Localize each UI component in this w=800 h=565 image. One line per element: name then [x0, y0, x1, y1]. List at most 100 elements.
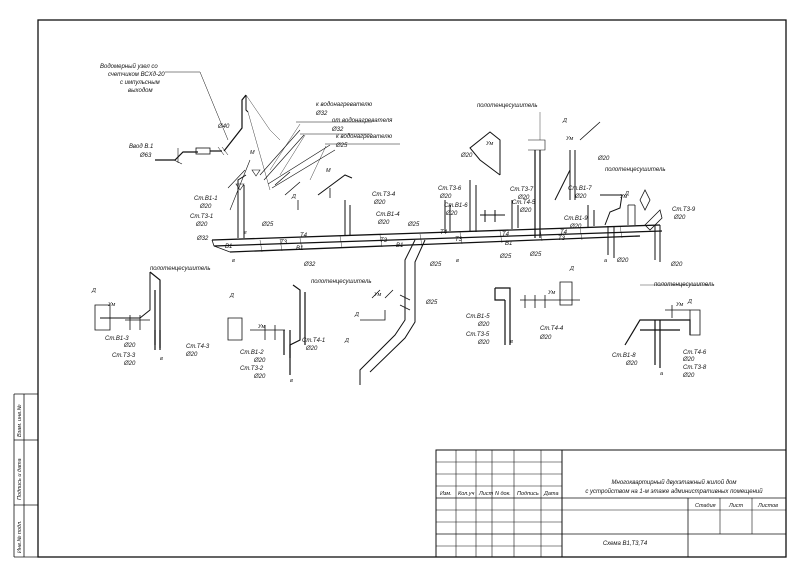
- mark-m-2: М: [326, 168, 331, 174]
- label-st-t3-7: Ст.Т3-7: [510, 187, 534, 193]
- label-d25-a: Ø25: [261, 222, 274, 228]
- label-st-b1-9-d: Ø20: [569, 224, 582, 230]
- stamp-original-inv: Инв.№ подл.: [17, 520, 23, 553]
- mark-um-4: Ум: [107, 302, 115, 308]
- label-heater-2: от водонагревателя: [332, 118, 393, 124]
- sheet-frame: [37, 19, 787, 558]
- mark-d-5: Д: [229, 293, 234, 299]
- mark-um-7: Ум: [547, 290, 555, 296]
- label-heater-2-d: Ø32: [331, 127, 344, 133]
- label-st-b1-2-d: Ø20: [253, 358, 266, 364]
- label-pipe-b1-b: В1: [296, 246, 303, 252]
- label-st-b1-6: Ст.В1-6: [444, 203, 468, 209]
- label-st-b1-5: Ст.В1-5: [466, 314, 490, 320]
- mark-a-1: а: [604, 258, 607, 264]
- tb-drawing-name: Схема В1,Т3,Т4: [603, 541, 648, 547]
- mark-v-2: в: [456, 258, 459, 264]
- side-stamp: Взам. инв.№ Подпись и дата Инв.№ подл.: [13, 393, 38, 558]
- label-towel-rail-mid: полотенцесушитель: [311, 279, 372, 285]
- label-st-b1-7-d: Ø20: [574, 194, 587, 200]
- label-st-b1-4-d: Ø20: [377, 220, 390, 226]
- label-st-b1-5-d: Ø20: [477, 322, 490, 328]
- label-st-b1-1: Ст.В1-1: [194, 196, 218, 202]
- label-d20-b: Ø20: [670, 262, 683, 268]
- label-st-t3-4-d: Ø20: [373, 200, 386, 206]
- label-meter-unit-3: с импульсным: [120, 80, 160, 86]
- label-pipe-t3-b: Т3: [380, 238, 388, 244]
- label-st-b1-1-d: Ø20: [199, 204, 212, 210]
- label-pipe-t4-b: Т4: [440, 230, 448, 236]
- mark-d-4: Д: [91, 288, 96, 294]
- label-st-t4-1-d: Ø20: [305, 346, 318, 352]
- label-pipe-t3-d: Т3: [558, 236, 566, 242]
- label-d25-f: Ø25: [425, 300, 438, 306]
- label-pipe-t4-d: Т4: [560, 230, 568, 236]
- label-heater-1: к водонагревателю: [316, 102, 373, 108]
- tb-sheet: Лист: [728, 503, 744, 509]
- label-st-t4-4: Ст.Т4-4: [540, 326, 564, 332]
- mark-v-5: в: [510, 339, 513, 345]
- label-st-b1-3: Ст.В1-3: [105, 336, 129, 342]
- label-towel-rail-right: полотенцесушитель: [605, 167, 666, 173]
- label-st-t4-4-d: Ø20: [539, 335, 552, 341]
- label-pipe-b1-a: В1: [225, 244, 232, 250]
- label-pipe-b1-d: В1: [505, 241, 512, 247]
- label-pipe-t4-a: Т4: [300, 233, 308, 239]
- label-d25-d: Ø25: [499, 254, 512, 260]
- mark-m-1: М: [250, 150, 255, 156]
- label-st-t4-5: Ст.Т4-5: [512, 200, 536, 206]
- mark-d-7: Д: [344, 338, 349, 344]
- label-st-b1-9: Ст.В1-9: [564, 216, 588, 222]
- mark-v-3: в: [160, 356, 163, 362]
- mark-um-2: Ум: [565, 136, 573, 142]
- mark-d-3: Д: [624, 191, 629, 197]
- tb-sheets: Листов: [757, 503, 778, 509]
- tb-header-ndok: N док.: [495, 491, 511, 497]
- label-pipe-t4-c: Т4: [502, 232, 510, 238]
- label-towel-rail-lowright: полотенцесушитель: [654, 282, 715, 288]
- label-st-t4-3: Ст.Т4-3: [186, 344, 210, 350]
- label-meter-unit-4: выходом: [128, 88, 153, 94]
- label-st-t4-3-d: Ø20: [185, 352, 198, 358]
- label-st-t3-9: Ст.Т3-9: [672, 207, 696, 213]
- label-st-t4-6-d: Ø20: [682, 357, 695, 363]
- mark-d-2: Д: [562, 118, 567, 124]
- label-heater-3: к водонагревателю: [336, 134, 393, 140]
- label-meter-unit-1: Водомерный узел со: [100, 63, 158, 70]
- mark-v-1: в: [232, 258, 235, 264]
- label-st-t3-8-d: Ø20: [682, 373, 695, 379]
- label-st-t3-1-d: Ø20: [195, 222, 208, 228]
- label-d32-left: Ø32: [196, 236, 209, 242]
- label-pipe-b1-c: В1: [396, 243, 403, 249]
- label-pipe-t3-a: Т3: [280, 240, 288, 246]
- mark-v-4: в: [290, 378, 293, 384]
- mark-g: г: [244, 230, 247, 236]
- mark-um-5: Ум: [257, 324, 265, 330]
- label-st-t3-5: Ст.Т3-5: [466, 332, 490, 338]
- mark-um-6: Ум: [373, 292, 381, 298]
- label-st-t3-9-d: Ø20: [673, 215, 686, 221]
- tb-header-list: Лист: [478, 491, 494, 497]
- label-st-t3-6: Ст.Т3-6: [438, 186, 462, 192]
- label-heater-1-d: Ø32: [315, 111, 328, 117]
- tb-title-line1: Многоквартирный двухэтажный жилой дом: [612, 479, 737, 486]
- label-st-b1-8: Ст.В1-8: [612, 353, 636, 359]
- tb-stage: Стадия: [695, 503, 716, 509]
- mark-d-1: Д: [291, 194, 296, 200]
- label-st-b1-4: Ст.В1-4: [376, 212, 400, 218]
- label-st-t3-3: Ст.Т3-3: [112, 353, 136, 359]
- label-st-t4-6: Ст.Т4-6: [683, 350, 707, 356]
- label-st-t3-1: Ст.Т3-1: [190, 214, 213, 220]
- mark-um-1: Ум: [485, 141, 493, 147]
- label-pipe-t3-c: Т3: [455, 237, 463, 243]
- tb-header-data: Дата: [543, 491, 559, 497]
- label-st-t3-3-d: Ø20: [123, 361, 136, 367]
- mark-d-8: Д: [569, 266, 574, 272]
- label-st-t3-6-d: Ø20: [439, 194, 452, 200]
- label-st-t3-8: Ст.Т3-8: [683, 365, 707, 371]
- label-st-t3-2: Ст.Т3-2: [240, 366, 264, 372]
- mark-a-2: а: [660, 371, 663, 377]
- label-st-b1-8-d: Ø20: [625, 361, 638, 367]
- label-st-b1-2: Ст.В1-2: [240, 350, 264, 356]
